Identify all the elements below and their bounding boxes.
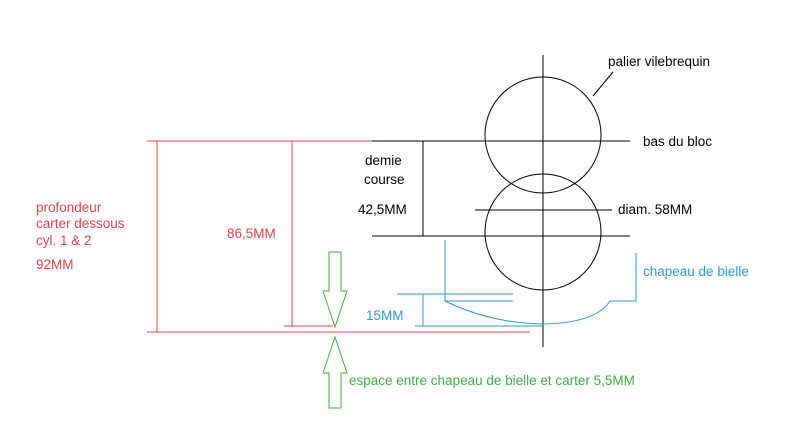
chapeau-label: chapeau de bielle	[643, 264, 749, 279]
bas-du-bloc-label: bas du bloc	[643, 134, 712, 149]
chapeau-outline	[444, 240, 637, 325]
palier-leader	[592, 71, 614, 97]
profondeur-label-1: profondeur	[36, 200, 102, 215]
arrow-up	[322, 335, 348, 409]
demie-label: demie	[365, 153, 402, 168]
palier-circle	[484, 76, 602, 194]
profondeur-label-2: carter dessous	[36, 216, 125, 231]
demi-course-value: 42,5MM	[358, 202, 407, 217]
espace-label: espace entre chapeau de bielle et carter…	[349, 373, 635, 388]
diam-label: diam. 58MM	[618, 202, 692, 217]
arrow-down	[322, 251, 348, 329]
dim-15-label: 15MM	[366, 308, 404, 323]
dim-86-label: 86,5MM	[227, 226, 276, 241]
course-label: course	[364, 172, 405, 187]
palier-label: palier vilebrequin	[608, 54, 710, 69]
crankpin-circle	[484, 173, 602, 291]
profondeur-value: 92MM	[36, 257, 74, 272]
profondeur-label-3: cyl. 1 & 2	[36, 233, 92, 248]
